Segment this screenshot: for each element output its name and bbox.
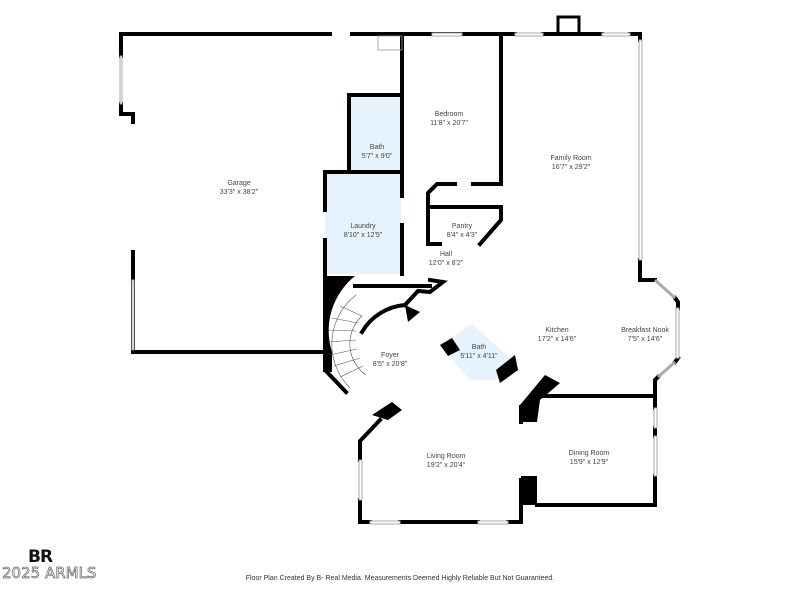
room-name: Living Room <box>426 453 466 460</box>
room-label-laundry: Laundry 8'10" x 12'5" <box>344 222 382 240</box>
room-label-kitchen: Kitchen 17'2" x 14'6" <box>538 326 576 344</box>
room-label-bedroom: Bedroom 11'8" x 20'7" <box>430 110 468 128</box>
room-label-pantry: Pantry 8'4" x 4'3" <box>447 222 478 240</box>
room-label-living-room: Living Room 19'2" x 20'4" <box>427 452 466 470</box>
wall-masses <box>323 276 560 505</box>
bath-lower-fill <box>440 324 512 380</box>
room-label-hall: Hall 12'0" x 8'2" <box>429 250 464 268</box>
disclaimer-text: Floor Plan Created By B- Real Media. Mea… <box>245 575 555 582</box>
room-label-foyer: Foyer 8'5" x 20'8" <box>373 351 408 369</box>
room-name: Dining Room <box>568 450 610 457</box>
room-name: Breakfast Nook <box>621 327 669 334</box>
room-name: Family Room <box>550 155 592 162</box>
room-dimensions: 5'7" x 9'0" <box>361 153 393 160</box>
room-name: Pantry <box>451 223 473 230</box>
room-name: Kitchen <box>545 327 569 334</box>
room-label-bath-lower: Bath 5'11" x 4'11" <box>460 343 497 361</box>
br-logo: BR <box>28 547 53 567</box>
room-dimensions: 7'5" x 14'6" <box>627 336 663 343</box>
room-dimensions: 8'5" x 20'8" <box>372 361 408 368</box>
room-label-family-room: Family Room 16'7" x 29'2" <box>550 154 591 172</box>
room-name: Hall <box>439 251 453 258</box>
laundry-fill <box>325 172 401 274</box>
bath-upper-fill <box>349 95 401 170</box>
garage-wall-top <box>119 32 332 58</box>
copyright-watermark: 2025 ARMLS <box>2 564 97 583</box>
windows <box>119 32 680 525</box>
room-dimensions: 16'7" x 29'2" <box>551 164 591 171</box>
room-label-bath-upper: Bath 5'7" x 9'0" <box>362 143 393 161</box>
room-name: Garage <box>227 180 251 187</box>
room-label-breakfast-nook: Breakfast Nook 7'5" x 14'6" <box>621 326 669 344</box>
room-dimensions: 5'11" x 4'11" <box>460 353 498 360</box>
room-label-dining-room: Dining Room 15'9" x 12'9" <box>569 449 609 467</box>
room-dimensions: 8'10" x 12'5" <box>343 232 383 239</box>
room-dimensions: 8'4" x 4'3" <box>446 232 478 239</box>
staircase <box>327 294 367 389</box>
room-name: Bath <box>369 144 385 151</box>
room-dimensions: 11'8" x 20'7" <box>430 120 468 127</box>
room-label-garage: Garage 33'3" x 38'2" <box>220 179 258 197</box>
room-dimensions: 19'2" x 20'4" <box>426 462 466 469</box>
room-dimensions: 33'3" x 38'2" <box>219 189 259 196</box>
room-name: Laundry <box>350 223 376 230</box>
room-dimensions: 15'9" x 12'9" <box>569 459 609 466</box>
room-name: Foyer <box>381 352 399 359</box>
room-dimensions: 17'2" x 14'6" <box>537 336 577 343</box>
room-name: Bath <box>471 344 487 351</box>
room-name: Bedroom <box>434 111 464 118</box>
room-dimensions: 12'0" x 8'2" <box>428 260 464 267</box>
